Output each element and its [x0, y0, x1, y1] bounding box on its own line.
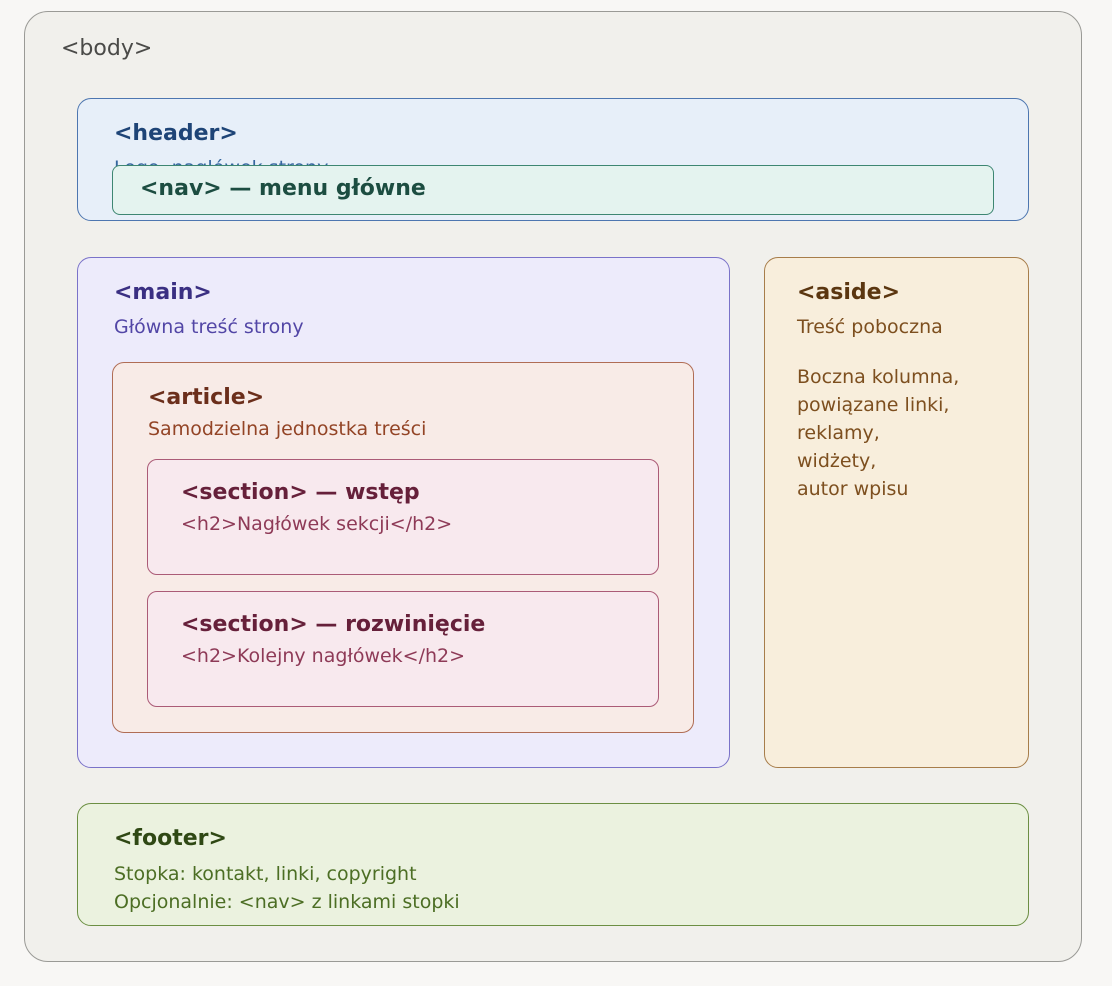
- aside-line: reklamy,: [797, 422, 880, 444]
- footer-line: Opcjonalnie: <nav> z linkami stopki: [114, 891, 460, 913]
- aside-title: <aside>: [797, 280, 901, 305]
- footer-line: Stopka: kontakt, linki, copyright: [114, 863, 417, 885]
- article-title: <article>: [148, 385, 265, 410]
- body-label: <body>: [61, 36, 153, 61]
- aside-line: widżety,: [797, 450, 877, 472]
- section-intro-title: <section> — wstęp: [181, 480, 420, 505]
- header-title: <header>: [114, 121, 238, 146]
- nav-element-box: <nav> — menu główne: [112, 165, 994, 215]
- aside-line: Boczna kolumna,: [797, 366, 960, 388]
- section-development-box: <section> — rozwinięcie <h2>Kolejny nagł…: [147, 591, 659, 707]
- aside-line: powiązane linki,: [797, 394, 950, 416]
- section-development-subtitle: <h2>Kolejny nagłówek</h2>: [181, 645, 466, 667]
- aside-line: autor wpisu: [797, 478, 909, 500]
- footer-element-box: <footer> Stopka: kontakt, linki, copyrig…: [77, 803, 1029, 926]
- main-title: <main>: [114, 280, 212, 305]
- aside-element-box: <aside> Treść poboczna Boczna kolumna, p…: [764, 257, 1029, 768]
- section-development-title: <section> — rozwinięcie: [181, 612, 486, 637]
- main-subtitle: Główna treść strony: [114, 316, 304, 338]
- aside-description: Boczna kolumna, powiązane linki, reklamy…: [797, 363, 959, 503]
- section-intro-subtitle: <h2>Nagłówek sekcji</h2>: [181, 513, 453, 535]
- footer-title: <footer>: [114, 826, 227, 851]
- article-subtitle: Samodzielna jednostka treści: [148, 418, 427, 440]
- footer-description: Stopka: kontakt, linki, copyright Opcjon…: [114, 860, 460, 916]
- section-intro-box: <section> — wstęp <h2>Nagłówek sekcji</h…: [147, 459, 659, 575]
- nav-title: <nav> — menu główne: [140, 176, 426, 201]
- aside-subtitle: Treść poboczna: [797, 316, 943, 338]
